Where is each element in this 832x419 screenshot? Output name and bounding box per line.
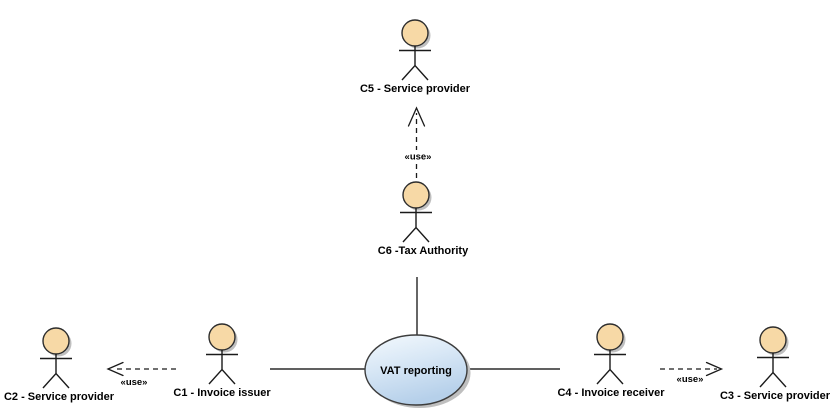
actor-body-icon: [400, 208, 432, 243]
actor-c6-tax-authority: C6 -Tax Authority: [378, 181, 469, 257]
actor-head-icon: [401, 19, 429, 47]
stereotype-label: «use»: [677, 374, 704, 385]
actor-head-icon: [402, 181, 430, 209]
actor-c5-service-provider: C5 - Service provider: [360, 19, 471, 95]
use-case-ellipse: [364, 334, 468, 406]
actor-label: C4 - Invoice receiver: [557, 387, 665, 399]
use-case-vat-reporting: VAT reporting: [364, 334, 471, 408]
actor-label: C3 - Service provider: [720, 390, 831, 402]
actor-label: C1 - Invoice issuer: [173, 387, 271, 399]
actor-label: C5 - Service provider: [360, 83, 471, 95]
actor-c3-service-provider: C3 - Service provider: [720, 326, 831, 402]
actor-head-icon: [42, 327, 70, 355]
actor-body-icon: [594, 350, 626, 385]
stereotype-label: «use»: [405, 152, 432, 163]
dependency-c1-to-c2: «use»: [106, 361, 176, 388]
open-arrowhead-left-icon: [106, 361, 124, 377]
open-arrowhead-right-icon: [705, 361, 724, 377]
actor-head-icon: [759, 326, 787, 354]
actor-label: C6 -Tax Authority: [378, 245, 469, 257]
use-case-label: VAT reporting: [380, 365, 452, 377]
actor-head-icon: [596, 323, 624, 351]
actor-body-icon: [757, 353, 789, 388]
actor-c2-service-provider: C2 - Service provider: [4, 327, 115, 403]
open-arrowhead-up-icon: [407, 106, 426, 127]
actor-body-icon: [399, 46, 431, 81]
actor-c1-invoice-issuer: C1 - Invoice issuer: [173, 323, 271, 399]
stereotype-label-background: [401, 150, 435, 161]
actor-label: C2 - Service provider: [4, 391, 115, 403]
dependency-c6-to-c5: «use»: [401, 106, 435, 178]
actor-head-icon: [208, 323, 236, 351]
actor-c4-invoice-receiver: C4 - Invoice receiver: [557, 323, 665, 399]
dependency-c4-to-c3: «use»: [660, 361, 724, 385]
actor-body-icon: [40, 354, 72, 389]
stereotype-label: «use»: [121, 377, 148, 388]
actor-body-icon: [206, 350, 238, 385]
